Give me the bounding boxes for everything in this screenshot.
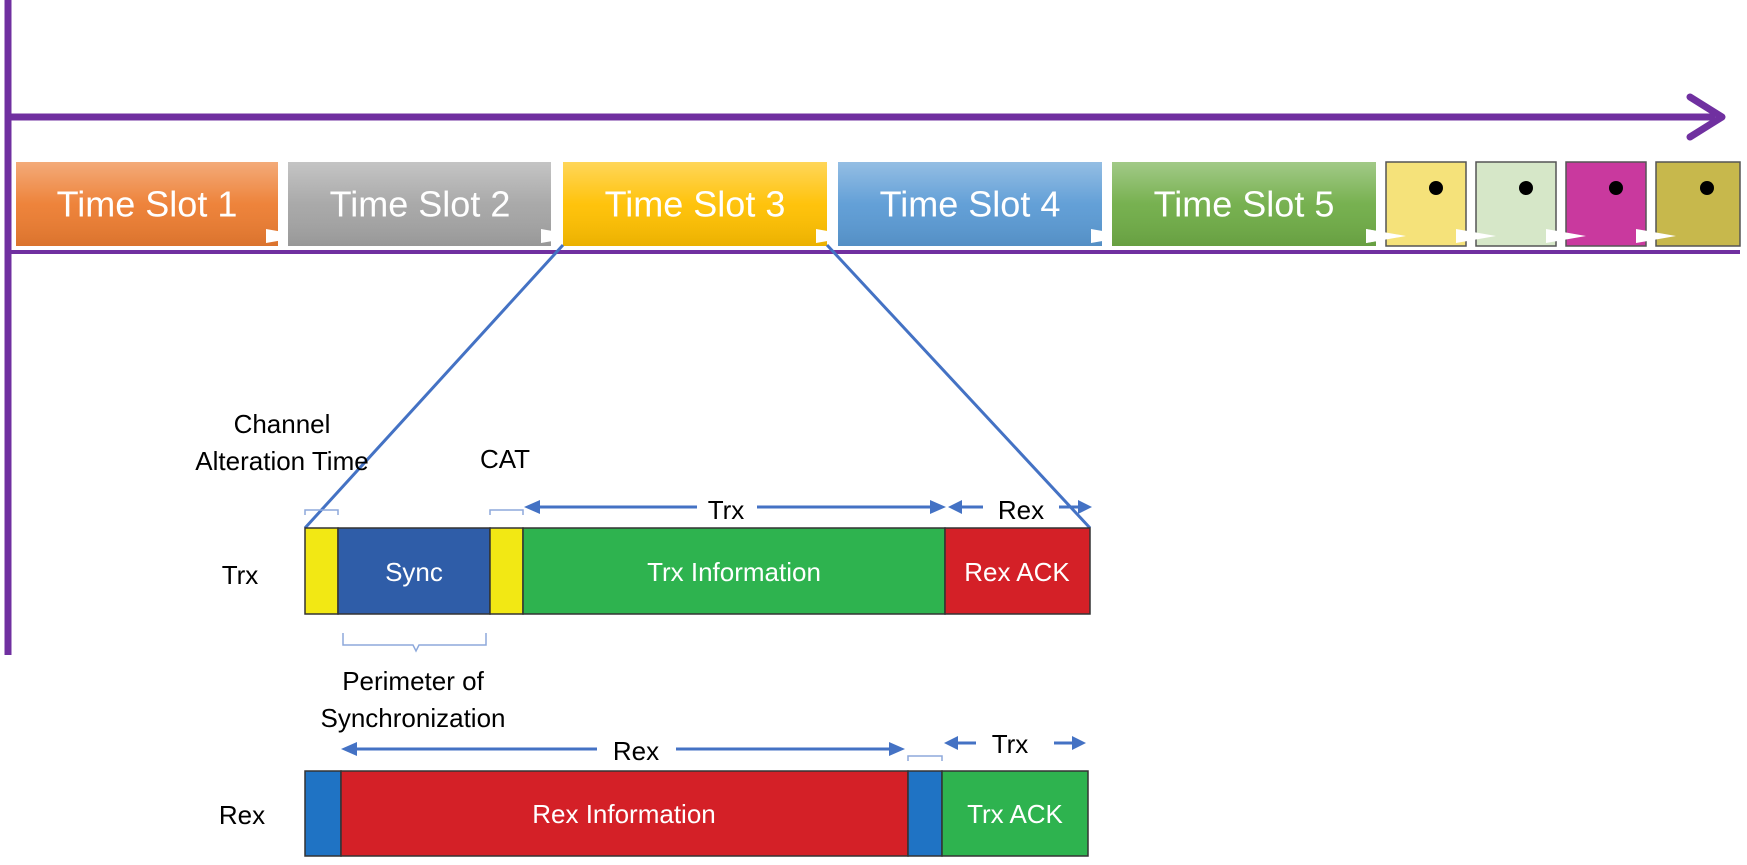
time-slot-2-label: Time Slot 2 xyxy=(330,184,511,225)
dot-icon xyxy=(1700,181,1714,195)
zoom-line-left xyxy=(303,243,565,530)
trx-ack-label: Trx ACK xyxy=(967,799,1063,829)
rex-gap-segment-1 xyxy=(304,770,342,857)
dot-icon xyxy=(1609,181,1623,195)
rex-span-label: Rex xyxy=(998,495,1044,525)
dot-icon xyxy=(1429,181,1443,195)
arrow-right-icon xyxy=(1078,500,1092,514)
rex-gap-segment-2 xyxy=(907,770,943,857)
slot-arrow-icon xyxy=(541,229,581,243)
trx-cat-segment-2 xyxy=(489,527,524,615)
slot-arrow-icon xyxy=(1636,229,1676,243)
extra-slot-4-box xyxy=(1655,161,1741,247)
trx-sync-segment xyxy=(337,527,491,615)
arrow-left-icon xyxy=(948,500,962,514)
time-slot-4-label: Time Slot 4 xyxy=(880,184,1061,225)
time-slot-5: Time Slot 5 xyxy=(1112,162,1406,246)
arrow-left-icon xyxy=(944,736,958,750)
extra-slot-1-box xyxy=(1385,161,1467,247)
slot-arrow-icon xyxy=(1546,229,1586,243)
rex-ack-segment xyxy=(944,527,1091,615)
arrow-left-icon xyxy=(524,500,540,514)
extra-slot-2 xyxy=(1456,161,1557,247)
zoom-line-right xyxy=(825,243,1092,530)
time-slot-5-label: Time Slot 5 xyxy=(1154,184,1335,225)
slot-arrow-icon xyxy=(266,229,306,243)
trx-frame: Sync Trx Information Rex ACK xyxy=(304,527,1091,615)
time-axis-arrowhead xyxy=(1686,93,1726,141)
time-slot-1: Time Slot 1 xyxy=(16,162,306,246)
arrow-right-icon xyxy=(1072,736,1086,750)
trx-cat-segment-1 xyxy=(304,527,339,615)
trx-row-label: Trx xyxy=(222,560,259,590)
extra-slot-3-box xyxy=(1565,161,1647,247)
time-slot-3-label: Time Slot 3 xyxy=(605,184,786,225)
slot-arrow-icon xyxy=(1456,229,1496,243)
rex-frame-span-label: Rex xyxy=(613,736,659,766)
trx-information-segment xyxy=(522,527,946,615)
trx-ack-segment xyxy=(941,770,1089,857)
slot-arrow-icon xyxy=(1366,229,1406,243)
extra-slot-2-box xyxy=(1475,161,1557,247)
arrow-right-icon xyxy=(930,500,946,514)
channel-alteration-label-line1: Channel xyxy=(234,409,331,439)
rex-gap-brace xyxy=(907,755,943,761)
time-slot-3: Time Slot 3 xyxy=(563,162,856,246)
perimeter-brace xyxy=(342,633,487,653)
time-slot-2: Time Slot 2 xyxy=(288,162,581,246)
arrow-right-icon xyxy=(889,742,905,756)
cat-label: CAT xyxy=(480,444,530,474)
perimeter-label-line2: Synchronization xyxy=(321,703,506,733)
extra-slot-4 xyxy=(1636,161,1741,247)
time-slot-1-label: Time Slot 1 xyxy=(57,184,238,225)
rex-ack-label: Rex ACK xyxy=(964,557,1070,587)
extra-slot-3 xyxy=(1546,161,1647,247)
slot-arrow-icon xyxy=(816,229,856,243)
cat-brace xyxy=(489,509,524,515)
channel-alteration-brace xyxy=(304,509,339,515)
arrow-left-icon xyxy=(341,742,357,756)
perimeter-label-line1: Perimeter of xyxy=(342,666,484,696)
trx-sync-label: Sync xyxy=(385,557,443,587)
rex-frame: Rex Information Trx ACK xyxy=(304,770,1089,857)
trx-span-label: Trx xyxy=(708,495,745,525)
channel-alteration-label-line2: Alteration Time xyxy=(195,446,368,476)
rex-frame-trx-label: Trx xyxy=(992,729,1029,759)
rex-information-segment xyxy=(340,770,909,857)
dot-icon xyxy=(1519,181,1533,195)
trx-information-label: Trx Information xyxy=(647,557,821,587)
slot-arrow-icon xyxy=(1091,229,1131,243)
rex-information-label: Rex Information xyxy=(532,799,716,829)
rex-row-label: Rex xyxy=(219,800,265,830)
extra-slot-1 xyxy=(1366,161,1467,247)
time-slot-4: Time Slot 4 xyxy=(838,162,1131,246)
